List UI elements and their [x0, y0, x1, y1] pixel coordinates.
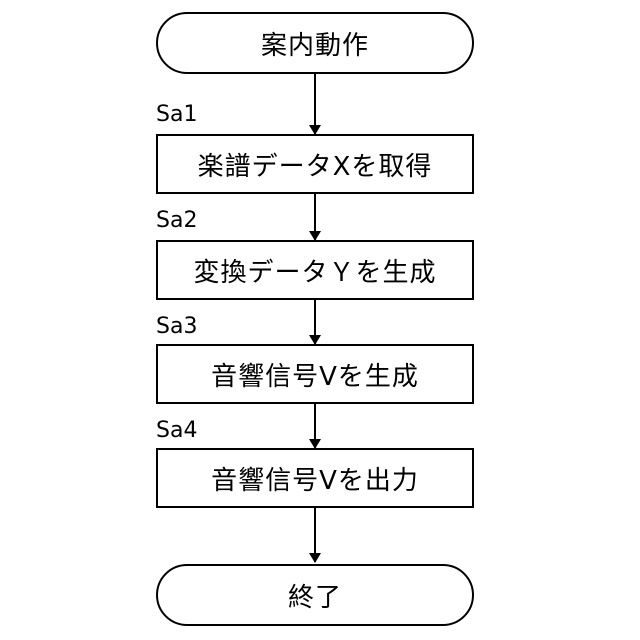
start-terminal: 案内動作: [156, 12, 474, 74]
process-box-sa1: 楽譜データXを取得: [156, 134, 474, 194]
process-box-sa2: 変換データＹを生成: [156, 240, 474, 300]
step-id-sa1: Sa1: [156, 104, 197, 126]
process-box-sa4: 音響信号Vを出力: [156, 448, 474, 508]
end-label: 終了: [288, 577, 342, 614]
start-label: 案内動作: [261, 25, 369, 62]
process-text-sa4: 音響信号Vを出力: [211, 460, 419, 497]
step-id-sa2: Sa2: [156, 210, 197, 232]
step-id-sa4: Sa4: [156, 420, 197, 442]
process-box-sa3: 音響信号Vを生成: [156, 344, 474, 404]
end-terminal: 終了: [156, 564, 474, 626]
process-text-sa1: 楽譜データXを取得: [198, 146, 433, 183]
process-text-sa3: 音響信号Vを生成: [211, 356, 419, 393]
process-text-sa2: 変換データＹを生成: [193, 252, 436, 289]
step-id-sa3: Sa3: [156, 316, 197, 338]
